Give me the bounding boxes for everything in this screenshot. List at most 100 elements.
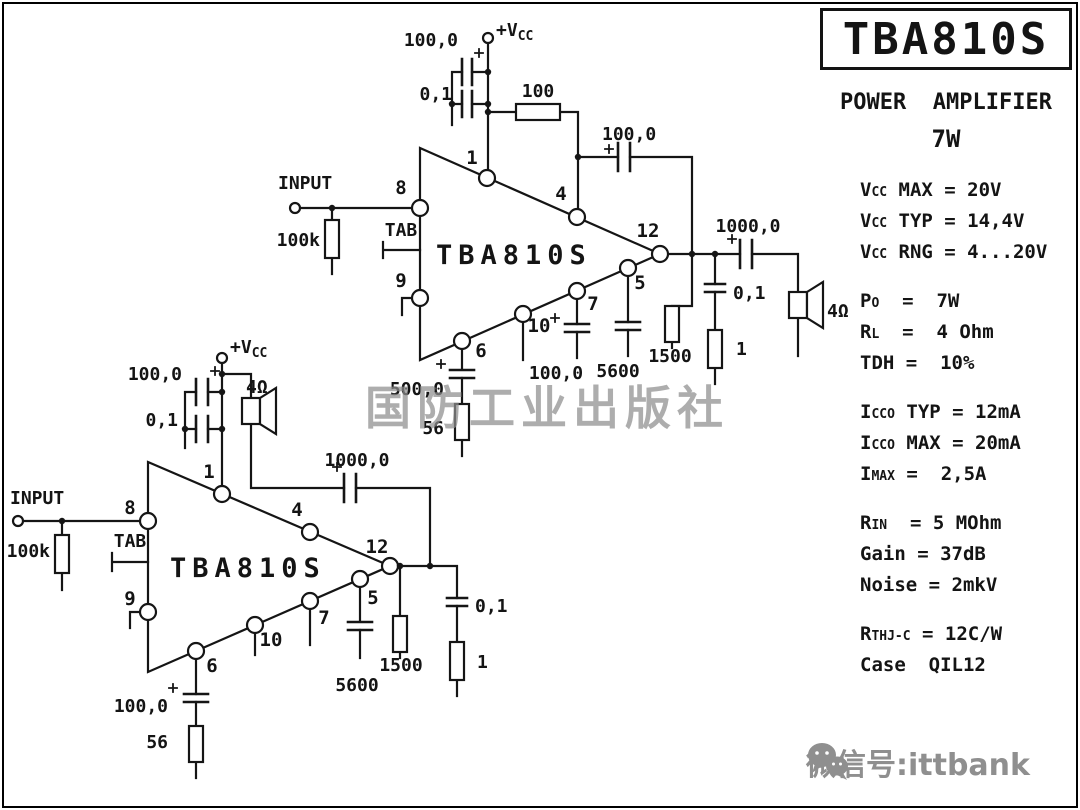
amp1-r100k-label: 100k [277,230,321,251]
spec-icco-max: ICCO MAX = 20mA [860,432,1021,454]
amp2-tab-label: TAB [114,531,147,552]
amp1-pin4-label: 4 [555,183,566,205]
spec-vcc-typ: VCC TYP = 14,4V [860,210,1025,232]
amp1-r100-label: 100 [522,81,555,102]
amp2-capacitor-plates [182,377,469,704]
amp1-c5600-label: 5600 [596,361,639,382]
amp2-vcc-label: +VCC [230,337,267,361]
amp2-pin1-label: 1 [203,461,214,483]
amp1-pin12-label: 12 [637,220,660,242]
amp2-resistor-1 [448,640,466,682]
amp2-r-zobel-label: 1 [477,652,488,673]
amp2-chip-label: TBA810S [170,553,326,584]
subtitle: POWER AMPLIFIER [840,90,1052,115]
amp2-pin5-label: 5 [367,587,378,609]
amp1-c-supply2-label: 0,1 [419,84,452,105]
amp1-vcc-label: +VCC [496,20,533,44]
amp1-pin10-label: 10 [528,315,551,337]
amp1-resistor-1 [706,328,724,370]
amp1-pin8-label: 8 [395,177,406,199]
amp1-r56-label: 56 [422,418,444,439]
spec-rthj: RTHJ-C = 12C/W [860,623,1003,645]
amp1-input-terminal [288,201,302,215]
amp2-r56-label: 56 [146,732,168,753]
amp1-resistor-1500 [663,304,681,344]
amp2-pin4-label: 4 [291,499,302,521]
amp1-pin1-label: 1 [466,147,477,169]
spec-vcc-max: VCC MAX = 20V [860,179,1002,201]
amp2-r1500-label: 1500 [379,655,422,676]
amp1-resistor-100 [514,102,562,122]
amp1-pin9-label: 9 [395,270,406,292]
spec-vcc-rng: VCC RNG = 4...20V [860,241,1048,263]
amp2-c5600-label: 5600 [335,675,378,696]
amp1-opamp-triangle [418,146,663,362]
amp2-resistor-100k [53,533,71,575]
amp2-r100k-label: 100k [7,541,51,562]
amp1-resistor-56 [453,402,471,442]
amp2-resistor-56 [187,724,205,764]
amp1-vcc-terminal [481,31,495,45]
amp2-resistor-1500 [391,614,409,654]
amp1-pin6-label: 6 [475,340,486,362]
amp1-pin5-label: 5 [634,272,645,294]
amp2-pin9-label: 9 [124,588,135,610]
am2-pin10-label: 10 [260,629,283,651]
amp2-pin6-label: 6 [206,655,217,677]
amp1-labels: TBA810S INPUT 100k TAB +VCC 100,0 0,1 10… [277,20,849,439]
amp2-speaker-label: 4Ω [246,377,268,398]
power-rating: 7W [931,125,961,153]
spec-case: Case QIL12 [860,654,986,676]
amp1 [288,31,825,458]
amp2-pin7-label: 7 [318,607,329,629]
amp1-speaker-label: 4Ω [827,301,849,322]
spec-icco-typ: ICCO TYP = 12mA [860,401,1021,423]
publisher-watermark: 国防工业出版社 [365,381,729,435]
wechat-icon [808,743,848,780]
amp1-pin-circles [410,168,670,351]
footer: 微信号:ittbank [806,740,1030,784]
spec-list: VCC MAX = 20V VCC TYP = 14,4V VCC RNG = … [820,175,1072,681]
amp2-input-terminal [11,514,25,528]
amp1-tab-label: TAB [385,220,418,241]
amp1-resistor-100k [323,218,341,260]
amp1-c-pin7-label: 100,0 [529,363,583,384]
amp1-c-supply-label: 100,0 [404,30,458,51]
amp2-c-out-label: 1000,0 [324,450,389,471]
amp1-r-zobel-label: 1 [736,339,747,360]
spec-noise: Noise = 2mkV [860,574,998,596]
amp2-c-supply-label: 100,0 [128,364,182,385]
amp2-c-zobel-label: 0,1 [475,596,508,617]
amp2-pin12-label: 12 [366,536,389,558]
amp2-c-pin6-label: 100,0 [114,696,168,717]
amp2-junction-dots [58,370,434,570]
amp2-speaker-icon [240,386,278,436]
spec-po: PO = 7W [860,290,960,312]
amp1-polarity-plus-marks [436,48,737,369]
amp2-polarity-plus-marks [168,366,342,693]
amp2-c-supply2-label: 0,1 [145,410,178,431]
amp2-vcc-terminal [215,351,229,365]
amp1-capacitor-plates [448,57,754,380]
spec-rl: RL = 4 Ohm [860,321,994,343]
amp1-input-label: INPUT [278,173,332,194]
info-panel: TBA810S POWER AMPLIFIER 7W VCC MAX = 20V… [820,8,1072,681]
amp2-labels: TBA810S INPUT 100k TAB +VCC 100,0 0,1 10… [7,337,508,753]
spec-gain: Gain = 37dB [860,543,986,565]
amp1-speaker-icon [787,280,825,330]
amp1-pin7-label: 7 [587,293,598,315]
amp1-c-pin6-label: 500,0 [390,379,444,400]
spec-rin: RIN = 5 MOhm [860,512,1002,534]
amp1-chip-label: TBA810S [436,240,592,271]
amp2-pin-circles [138,484,400,661]
amp1-c-bootstrap-label: 100,0 [602,124,656,145]
chip-title-box: TBA810S [820,8,1072,70]
chip-title: TBA810S [842,13,1050,65]
amp1-c-out-label: 1000,0 [715,216,780,237]
amp2 [11,351,469,780]
spec-imax: IMAX = 2,5A [860,463,987,485]
amp1-junction-dots [328,68,719,258]
amp1-r1500-label: 1500 [648,346,691,367]
